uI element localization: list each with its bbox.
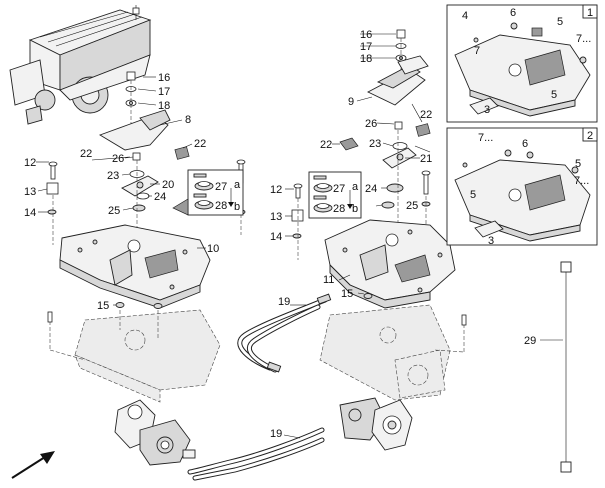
callout-29: 29 — [524, 335, 536, 347]
callout-22-right-a: 22 — [420, 109, 432, 121]
callout-16-right: 16 — [360, 29, 372, 41]
callout-3-frame2: 3 — [488, 235, 494, 247]
callout-17-right: 17 — [360, 41, 372, 53]
left-mounting-plate-10 — [59, 224, 211, 309]
callout-12-right: 12 — [270, 184, 282, 196]
callout-22-left-b: 22 — [194, 138, 206, 150]
callout-18-left: 18 — [158, 100, 170, 112]
callout-frame-2: 2 — [587, 130, 593, 142]
right-hydraulic-motor — [339, 397, 413, 451]
callout-23-left: 23 — [107, 170, 119, 182]
left-detail-box — [172, 169, 244, 216]
callout-6-frame2: 6 — [522, 138, 528, 150]
callout-7-frame2-a: 7... — [478, 132, 493, 144]
callout-22-left-a: 22 — [80, 148, 92, 160]
hydraulic-hose-lower-19 — [187, 427, 325, 481]
callout-27-right: 27 — [333, 183, 345, 195]
callout-14-left: 14 — [24, 207, 36, 219]
callout-7-frame2-b: 7... — [574, 175, 589, 187]
callout-26-right: 26 — [365, 118, 377, 130]
right-detail-box — [308, 171, 362, 219]
left-gearbox-housing-ghost — [47, 309, 221, 403]
right-gearbox-housing-ghost — [319, 304, 467, 401]
square-end-marker-icon — [560, 461, 572, 473]
callouts: 16 17 18 8 22 22 26 23 20 24 25 12 13 14… — [24, 7, 593, 440]
callout-5-frame2-a: 5 — [575, 158, 581, 170]
callout-frame-1: 1 — [587, 7, 593, 19]
hydraulic-hose-upper-19 — [237, 293, 332, 373]
callout-28-left: 28 — [215, 200, 227, 212]
callout-12-left: 12 — [24, 157, 36, 169]
callout-19-upper: 19 — [278, 296, 290, 308]
callout-24-left: 24 — [154, 191, 166, 203]
callout-13-right: 13 — [270, 211, 282, 223]
square-end-marker-icon — [560, 261, 572, 273]
callout-a-right: a — [352, 181, 359, 193]
callout-8: 8 — [185, 114, 191, 126]
callout-6-frame1: 6 — [510, 7, 516, 19]
travel-direction-arrow-icon — [11, 451, 55, 479]
left-hydraulic-motor — [114, 399, 196, 466]
callout-22-right-b: 22 — [320, 139, 332, 151]
callout-16-left: 16 — [158, 72, 170, 84]
callout-23-right: 23 — [369, 138, 381, 150]
callout-26-left: 26 — [112, 153, 124, 165]
callout-25-left: 25 — [108, 205, 120, 217]
callout-15-right: 15 — [341, 288, 353, 300]
callout-3-frame1: 3 — [484, 104, 490, 116]
machine-overview-illustration — [9, 5, 152, 125]
callout-b-left: b — [234, 201, 240, 213]
callout-4: 4 — [462, 10, 468, 22]
right-mounting-plate-11 — [324, 219, 456, 309]
callout-9: 9 — [348, 96, 354, 108]
callout-14-right: 14 — [270, 231, 282, 243]
callout-b-right: b — [352, 203, 358, 215]
callout-10: 10 — [207, 243, 219, 255]
callout-17-left: 17 — [158, 86, 170, 98]
dimension-line-29 — [560, 261, 572, 473]
callout-19-lower: 19 — [270, 428, 282, 440]
callout-20: 20 — [162, 179, 174, 191]
callout-a-left: a — [234, 179, 241, 191]
callout-7-frame1-a: 7 — [474, 45, 480, 57]
callout-21: 21 — [420, 153, 432, 165]
callout-13-left: 13 — [24, 186, 36, 198]
callout-5-frame2-b: 5 — [470, 189, 476, 201]
callout-27-left: 27 — [215, 181, 227, 193]
callout-28-right: 28 — [333, 203, 345, 215]
callout-5-frame1-a: 5 — [557, 16, 563, 28]
right-hardware-stack — [291, 29, 431, 260]
detail-frame-2 — [446, 127, 598, 246]
callout-11: 11 — [323, 274, 334, 286]
callout-15-left: 15 — [97, 300, 109, 312]
callout-18-right: 18 — [360, 53, 372, 65]
callout-24-right: 24 — [365, 183, 377, 195]
detail-frame-1 — [446, 4, 598, 123]
leader-lines — [36, 33, 563, 439]
callout-25-right: 25 — [406, 200, 418, 212]
callout-7-frame1-b: 7... — [576, 33, 591, 45]
callout-5-frame1-b: 5 — [551, 89, 557, 101]
